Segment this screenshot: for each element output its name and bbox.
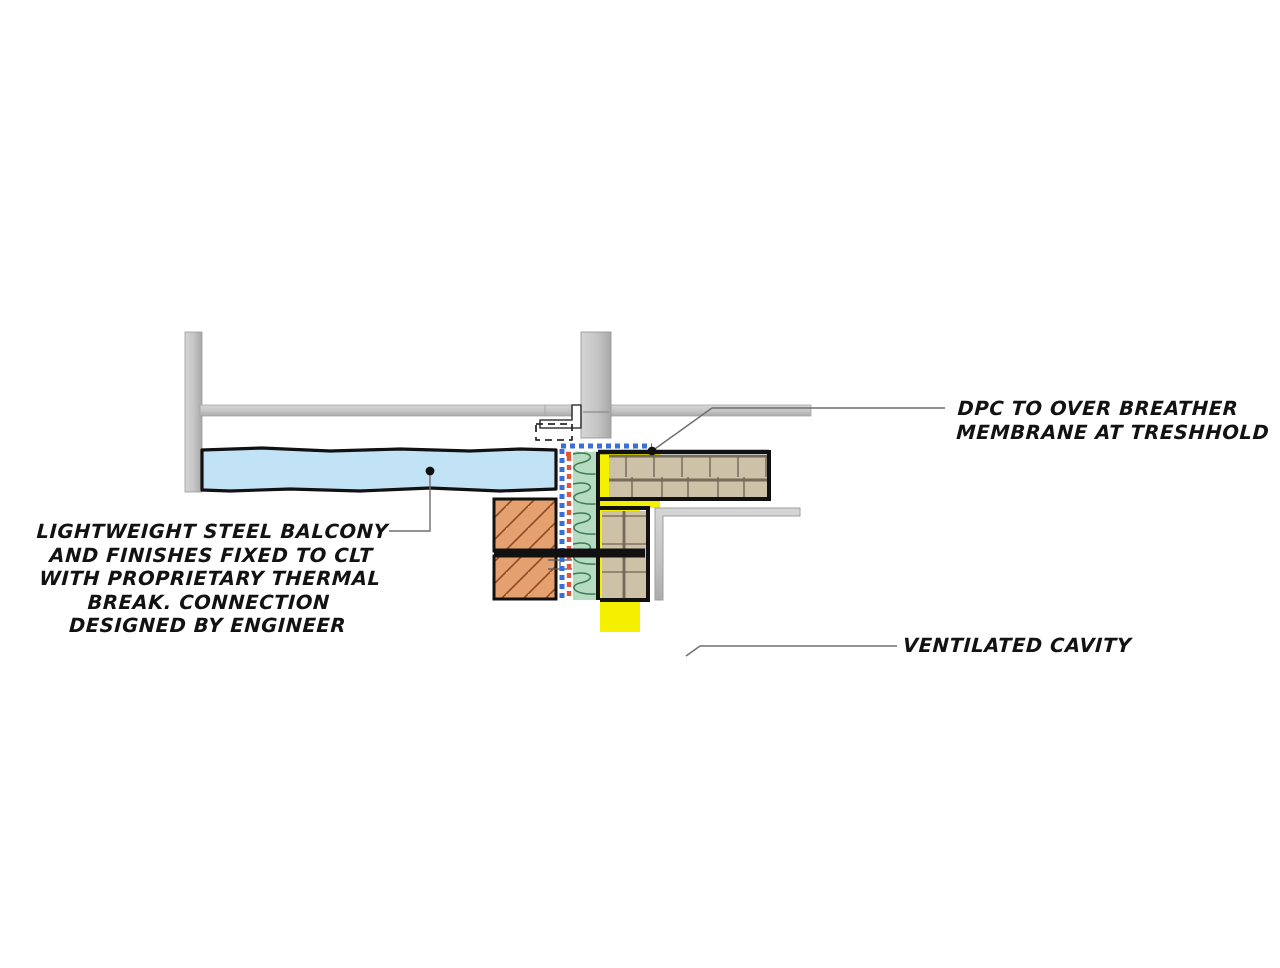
- lightweight-steel-balcony-label: LIGHTWEIGHT STEEL BALCONY AND FINISHES F…: [36, 520, 389, 637]
- balcony-deck-glass-panel: [200, 446, 558, 493]
- threshold-hidden-detail-outline: [535, 423, 573, 441]
- clt-wall-panel-horizontal: [600, 450, 771, 501]
- breather-membrane-red-dash: [566, 451, 652, 600]
- door-threshold-frame: [539, 331, 612, 439]
- dpc-over-breather-membrane-label: DPC TO OVER BREATHER MEMBRANE AT TRESHHO…: [955, 397, 1270, 444]
- balcony-edge-upstand: [184, 331, 203, 493]
- internal-lining-board: [654, 507, 801, 601]
- leader-lines: [389, 407, 945, 657]
- clt-wall-head-line: [596, 449, 769, 600]
- dpc-breather-membrane: [559, 443, 652, 600]
- balcony-handrail-rail: [199, 404, 546, 417]
- ventilated-cavity-label: VENTILATED CAVITY: [902, 634, 1133, 657]
